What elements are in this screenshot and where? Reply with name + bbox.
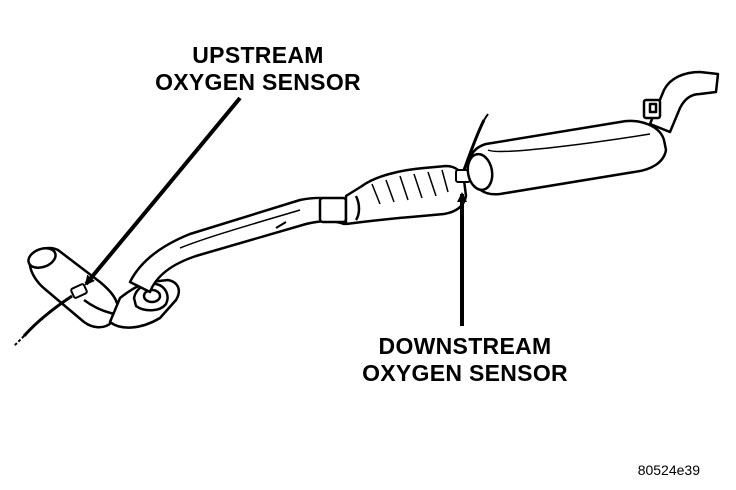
catalytic-converter [318,164,468,226]
upstream-label-line2: OXYGEN SENSOR [155,69,361,95]
upstream-oxygen-sensor [13,283,88,347]
downstream-oxygen-sensor-label: DOWNSTREAM OXYGEN SENSOR [320,333,610,387]
figure-id: 80524e39 [637,462,700,478]
downstream-label-line2: OXYGEN SENSOR [362,360,568,386]
upstream-arrow [84,96,242,286]
upstream-oxygen-sensor-label: UPSTREAM OXYGEN SENSOR [118,42,398,96]
muffler [466,119,668,196]
downstream-label-line1: DOWNSTREAM [378,333,552,359]
y-pipe-bend [108,278,180,329]
tail-pipe [642,70,720,134]
upstream-label-line1: UPSTREAM [192,42,324,68]
intermediate-pipe [128,196,346,294]
